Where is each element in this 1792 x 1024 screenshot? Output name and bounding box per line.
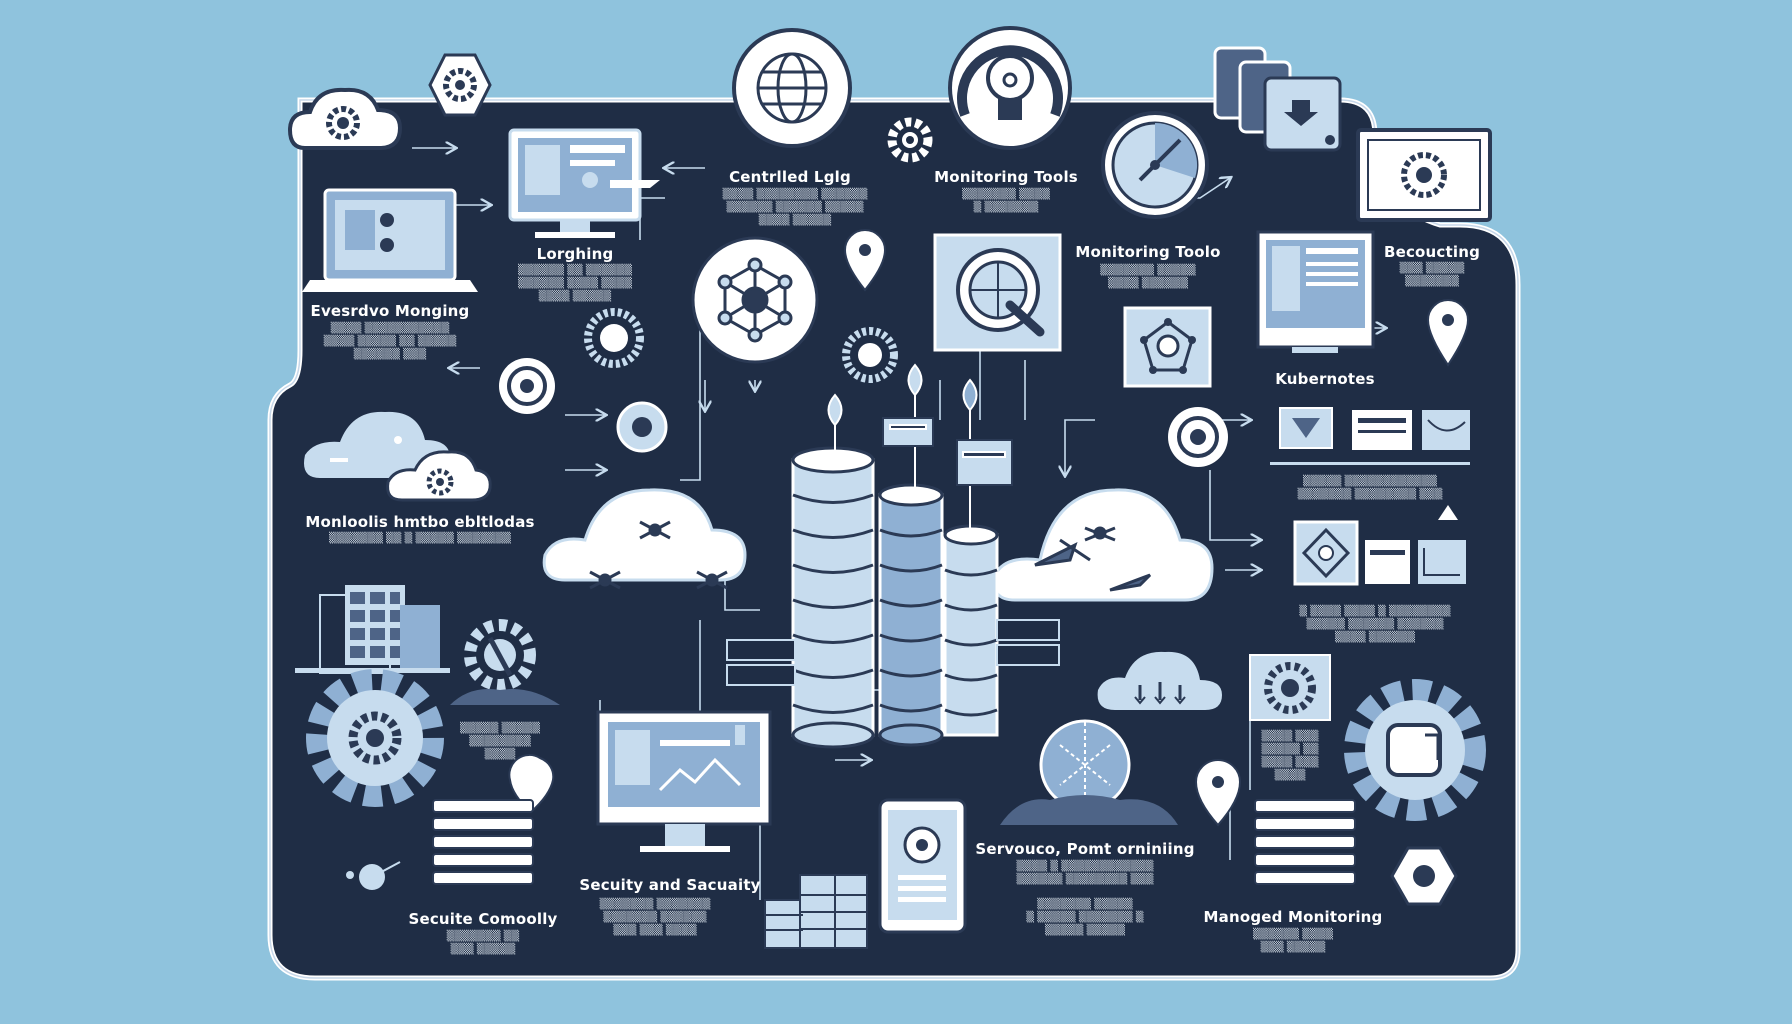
tablet-icon [878, 798, 967, 934]
small-gear-icon [346, 861, 401, 890]
hexagon-nut-icon [1390, 846, 1458, 906]
security-box-icon [1293, 505, 1466, 586]
label-servuco-monitoring: Servouco, Pomt orniniing [975, 840, 1195, 858]
server-block-icon [1213, 46, 1342, 152]
desc-becoucting: ▒▒▒ ▒▒▒▒▒▒▒▒▒▒▒▒ [1399, 263, 1465, 287]
network-hub-icon [691, 236, 819, 364]
central-cloud-right [992, 488, 1214, 602]
label-kubernetes: Kubernotes [1275, 370, 1375, 388]
list-stack-right-icon [1254, 799, 1356, 885]
target-icon [499, 358, 1228, 467]
desc-gear-panel: ▒▒▒▒ ▒▒▒▒▒▒▒▒ ▒▒▒▒▒▒ ▒▒▒▒▒▒▒ [1261, 731, 1319, 781]
desc-monitoring-tools-top: ▒▒▒▒▒▒▒ ▒▒▒▒▒ ▒▒▒▒▒▒▒ [962, 189, 1050, 213]
label-security: Secuity and Sacuaity [579, 876, 761, 894]
small-database-icon [764, 874, 868, 949]
central-cloud-left [542, 488, 747, 590]
monitor-icon [508, 128, 660, 238]
analytics-monitor-icon [596, 710, 772, 852]
large-gear-icon [306, 669, 444, 807]
settings-monitor-icon [1356, 128, 1492, 222]
gear-icon [887, 117, 933, 163]
label-managed-monitoring: Manoged Monitoring [1203, 908, 1383, 926]
label-monitoring-tools-mid: Monitoring Toolo [1075, 243, 1221, 261]
desc-monitoring-tools-mid: ▒▒▒▒▒▒▒ ▒▒▒▒▒▒▒▒▒ ▒▒▒▒▒▒ [1100, 265, 1196, 289]
download-cloud-icon [1097, 651, 1222, 710]
desc-monitoring-middle: ▒▒▒▒▒▒▒ ▒▒ ▒ ▒▒▒▒▒ ▒▒▒▒▒▒▒ [329, 533, 511, 544]
report-monitor-icon [1256, 230, 1375, 353]
hexagon-gear-icon [428, 53, 492, 117]
network-node-icon [1123, 306, 1212, 388]
large-gear-right-icon [1344, 679, 1486, 821]
desc-managed-monitoring: ▒▒▒▒▒▒ ▒▒▒▒▒▒▒ ▒▒▒▒▒ [1252, 929, 1334, 953]
desc-right-block: ▒ ▒▒▒▒ ▒▒▒▒ ▒ ▒▒▒▒▒▒▒▒▒▒▒▒▒ ▒▒▒▒▒▒ ▒▒▒▒▒… [1299, 606, 1451, 643]
kubernetes-panel-icon [1270, 407, 1470, 465]
label-logging: Lorghing [536, 245, 614, 263]
spinner-icon [584, 308, 898, 383]
database-icon [726, 363, 1060, 749]
label-securite-complexity: Secuite Comoolly [408, 910, 558, 928]
desc-security: ▒▒▒▒▒▒▒ ▒▒▒▒▒▒▒▒▒▒▒▒▒▒ ▒▒▒▒▒▒▒▒▒ ▒▒▒ ▒▒▒… [599, 899, 711, 936]
desc-servuco-lower: ▒▒▒▒▒▒▒ ▒▒▒▒▒▒ ▒▒▒▒▒ ▒▒▒▒▒▒▒ ▒▒▒▒▒▒ ▒▒▒▒… [1026, 899, 1144, 936]
label-everyday-monitoring: Evesrdvo Monging [310, 302, 470, 320]
desc-logging: ▒▒▒▒▒▒ ▒▒ ▒▒▒▒▒▒▒▒▒▒▒▒ ▒▒▒▒ ▒▒▒▒▒▒▒▒ ▒▒▒… [517, 265, 633, 302]
desc-centralized-log: ▒▒▒▒ ▒▒▒▒▒▒▒▒ ▒▒▒▒▒▒▒▒▒▒▒▒ ▒▒▒▒▒▒ ▒▒▒▒▒▒… [722, 189, 868, 226]
desc-everyday-monitoring: ▒▒▒▒ ▒▒▒▒▒▒▒▒▒▒▒▒▒▒▒ ▒▒▒▒▒ ▒▒ ▒▒▒▒▒▒▒▒▒▒… [323, 323, 457, 360]
location-pin-icon [508, 228, 1470, 827]
gear-panel-icon [1249, 654, 1331, 721]
clock-icon [1101, 111, 1209, 219]
globe-icon [732, 28, 852, 148]
label-monitoring-tools-top: Monitoring Tools [934, 168, 1078, 186]
gauge-panel-icon [933, 233, 1062, 352]
cloud-gear-icon [287, 87, 403, 150]
server-stack-icon [295, 585, 450, 674]
desc-securite-complexity: ▒▒▒▒▒▒▒ ▒▒▒▒▒ ▒▒▒▒▒ [446, 931, 520, 955]
desc-servuco-monitoring: ▒▒▒▒ ▒ ▒▒▒▒▒▒▒▒▒▒▒▒▒▒▒▒▒▒ ▒▒▒▒▒▒▒▒ ▒▒▒ [1016, 861, 1154, 885]
list-stack-icon [432, 799, 534, 885]
cloud-icon [304, 411, 492, 502]
desc-gear-gauge: ▒▒▒▒▒ ▒▒▒▒▒▒▒▒▒▒▒▒▒▒▒▒▒ [459, 723, 541, 760]
desc-kubernetes: ▒▒▒▒▒ ▒▒▒▒▒▒▒▒▒▒▒▒▒▒▒▒▒▒▒ ▒▒▒▒▒▒▒▒ ▒▒▒ [1297, 476, 1443, 500]
cog-hub-icon [1000, 719, 1178, 825]
label-monitoring-middle: Monloolis hmtbo ebltlodas [305, 513, 535, 531]
label-centralized-log: Centrlled Lglg [729, 168, 851, 186]
lightbulb-icon [948, 26, 1072, 150]
laptop-icon [302, 188, 478, 292]
label-becoucting: Becoucting [1383, 243, 1481, 261]
gear-gauge-icon [450, 619, 560, 705]
